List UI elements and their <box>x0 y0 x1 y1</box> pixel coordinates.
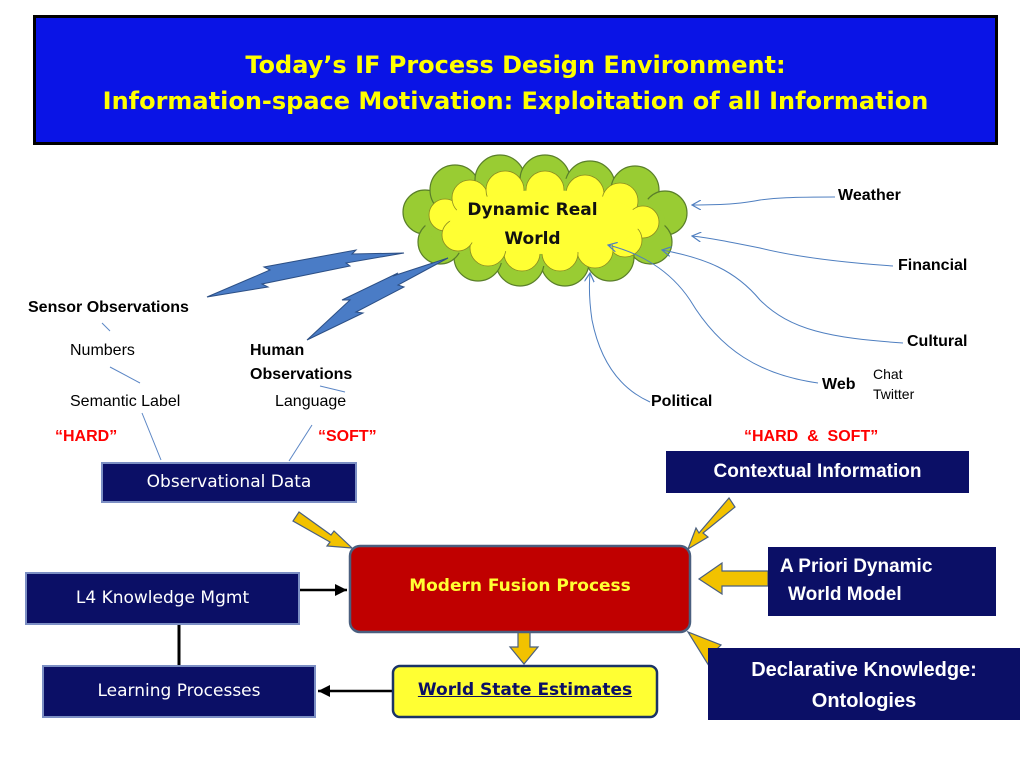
weather-label: Weather <box>838 187 901 204</box>
financial-arrow <box>692 236 894 267</box>
fusion-to-worldstate-arrow <box>508 630 540 665</box>
l4-knowledge-box: L4 Knowledge Mgmt <box>25 572 300 625</box>
hard-soft-tag: “HARD & SOFT” <box>744 428 879 445</box>
language-label: Language <box>275 393 347 410</box>
apriori-to-fusion-arrow <box>697 561 769 596</box>
contextual-information-label: Contextual Information <box>713 461 922 482</box>
title-line-2: Information-space Motivation: Exploitati… <box>102 87 929 115</box>
declarative-line-1: Declarative Knowledge: <box>751 659 977 681</box>
world-state-box-shape <box>391 664 659 719</box>
black-arrows <box>177 584 392 697</box>
cloud-shape <box>402 154 688 287</box>
obs-to-fusion-arrow <box>292 511 354 549</box>
hard-tag: “HARD” <box>55 428 118 445</box>
cloud-label-line-2: World <box>504 229 561 249</box>
cloud-label-line-1: Dynamic Real <box>467 200 598 220</box>
semantic-label-label: Semantic Label <box>70 393 181 410</box>
chat-label: Chat <box>873 366 903 382</box>
financial-label: Financial <box>898 257 968 274</box>
observational-data-box: Observational Data <box>101 462 357 503</box>
declarative-line-2: Ontologies <box>811 690 917 712</box>
modern-fusion-box-shape <box>348 544 692 634</box>
political-arrow <box>589 273 651 403</box>
declarative-knowledge-box: Declarative Knowledge: Ontologies <box>708 648 1020 720</box>
human-label-line-1: Human <box>250 342 305 359</box>
sensor-lightning-bolt <box>206 249 405 298</box>
cloud-label: Dynamic Real World <box>440 196 625 254</box>
numbers-label: Numbers <box>70 342 135 359</box>
l4-knowledge-label: L4 Knowledge Mgmt <box>75 588 250 608</box>
a-priori-line-1: A Priori Dynamic <box>780 556 933 577</box>
web-label: Web <box>822 376 856 393</box>
weather-arrow <box>692 196 836 205</box>
political-label: Political <box>651 393 713 410</box>
cultural-arrow <box>662 250 904 344</box>
a-priori-box: A Priori Dynamic World Model <box>768 547 996 616</box>
world-state-label: World State Estimates <box>417 680 633 700</box>
human-lightning-bolt <box>306 257 449 341</box>
title-banner: Today’s IF Process Design Environment: I… <box>33 15 998 145</box>
human-label-line-2: Observations <box>250 366 353 383</box>
learning-processes-box: Learning Processes <box>42 665 316 718</box>
a-priori-line-2: World Model <box>788 584 902 605</box>
sensor-observations-label: Sensor Observations <box>28 299 189 316</box>
label-connectors <box>101 322 346 462</box>
modern-fusion-label: Modern Fusion Process <box>409 576 631 596</box>
context-to-fusion-arrow <box>686 497 736 551</box>
soft-tag: “SOFT” <box>318 428 377 445</box>
title-line-1: Today’s IF Process Design Environment: <box>245 51 786 79</box>
web-arrow <box>608 245 819 384</box>
source-arrows <box>589 196 904 403</box>
observational-data-label: Observational Data <box>146 472 312 492</box>
cultural-label: Cultural <box>907 333 968 350</box>
contextual-information-box: Contextual Information <box>666 451 969 493</box>
learning-processes-label: Learning Processes <box>97 681 261 701</box>
twitter-label: Twitter <box>873 386 915 402</box>
